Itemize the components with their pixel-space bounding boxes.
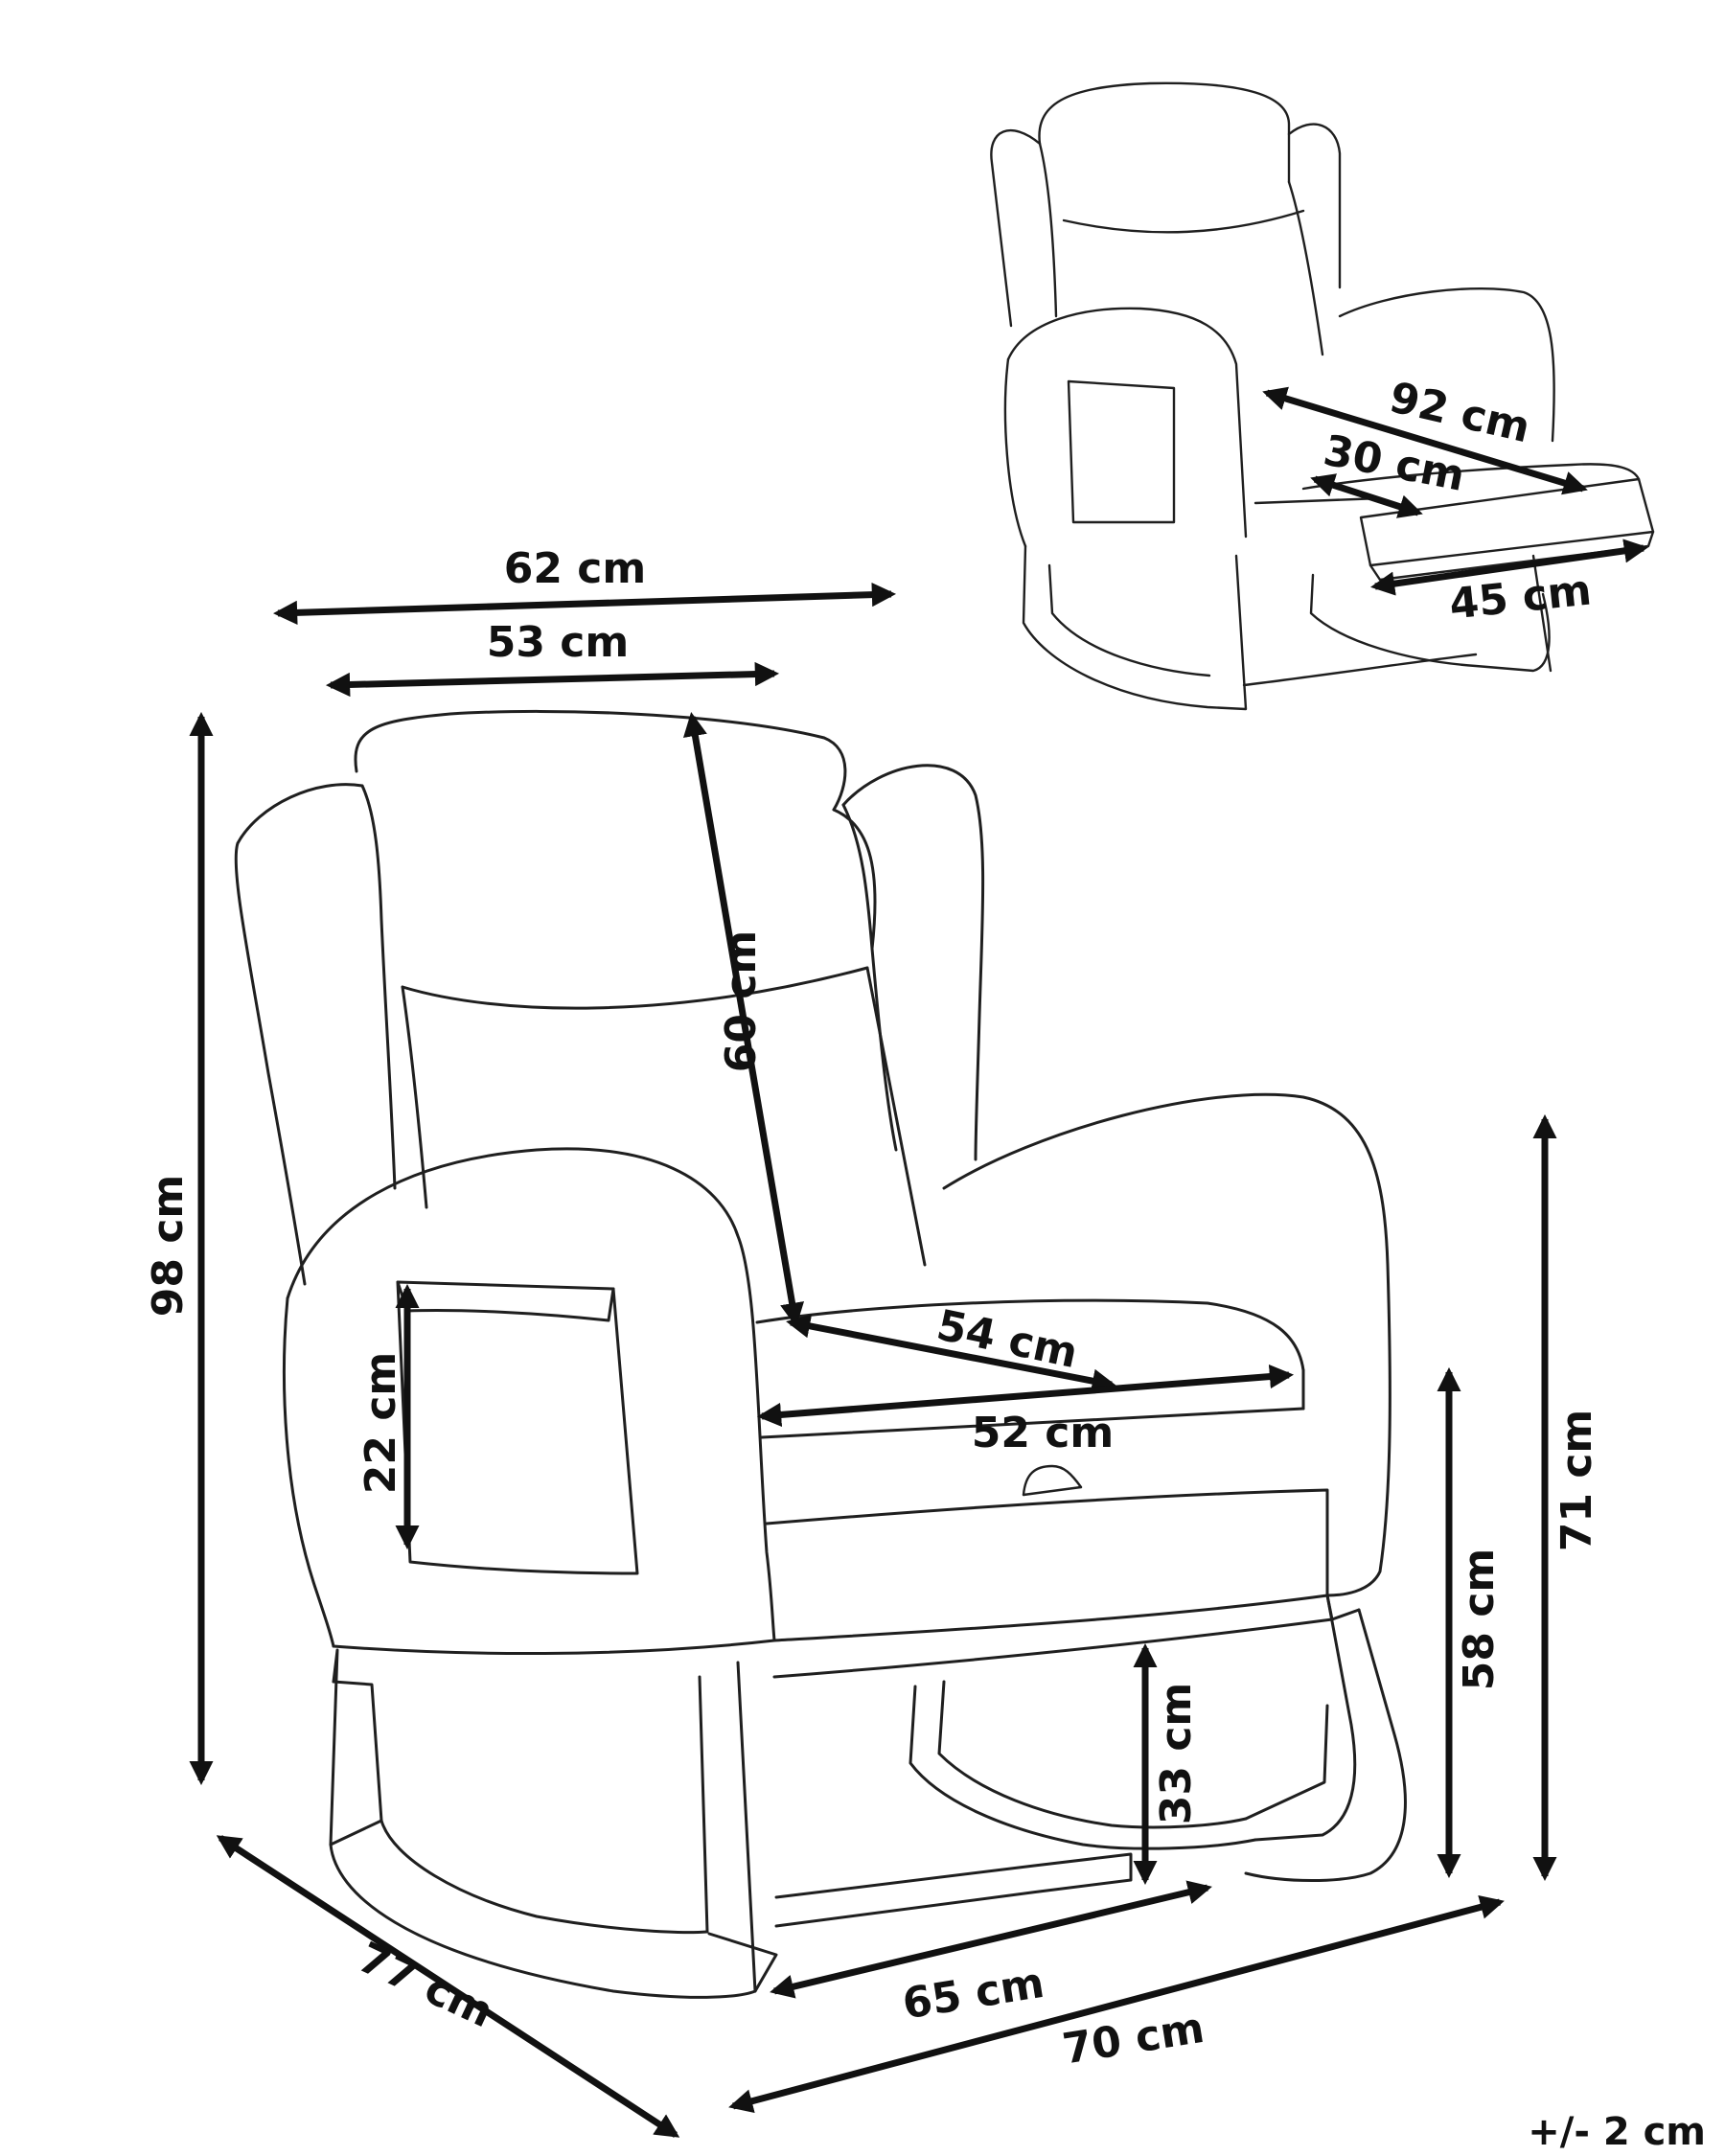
label-base-inner-width: 65 cm — [899, 1959, 1047, 2030]
label-tolerance: +/- 2 cm — [1528, 2110, 1706, 2154]
label-width-inner: 53 cm — [487, 618, 629, 667]
arrow-footrest-extension — [1310, 473, 1423, 518]
arrow-seat-width — [756, 1365, 1295, 1427]
label-height-total: 98 cm — [144, 1175, 193, 1317]
arrow-depth — [216, 1835, 680, 2138]
arrow-width-overall — [272, 583, 897, 625]
label-base-clearance: 33 cm — [1152, 1683, 1201, 1824]
label-pocket-height: 22 cm — [356, 1352, 405, 1494]
arrow-reclined-length — [1262, 386, 1588, 495]
label-depth: 77 cm — [351, 1933, 500, 2037]
dimension-arrows — [189, 386, 1648, 2138]
label-seat-height: 58 cm — [1455, 1548, 1504, 1690]
label-width-overall: 62 cm — [504, 544, 646, 593]
main-chair-drawing — [234, 709, 1407, 1999]
arrow-backrest-height — [682, 712, 805, 1327]
label-backrest-height: 60 cm — [717, 930, 766, 1072]
label-seat-width: 52 cm — [972, 1409, 1114, 1457]
arrow-base-width — [728, 1895, 1505, 2113]
label-armrest-height: 71 cm — [1552, 1410, 1601, 1551]
arrow-footrest-width — [1370, 539, 1648, 596]
arrow-width-inner — [325, 661, 780, 698]
